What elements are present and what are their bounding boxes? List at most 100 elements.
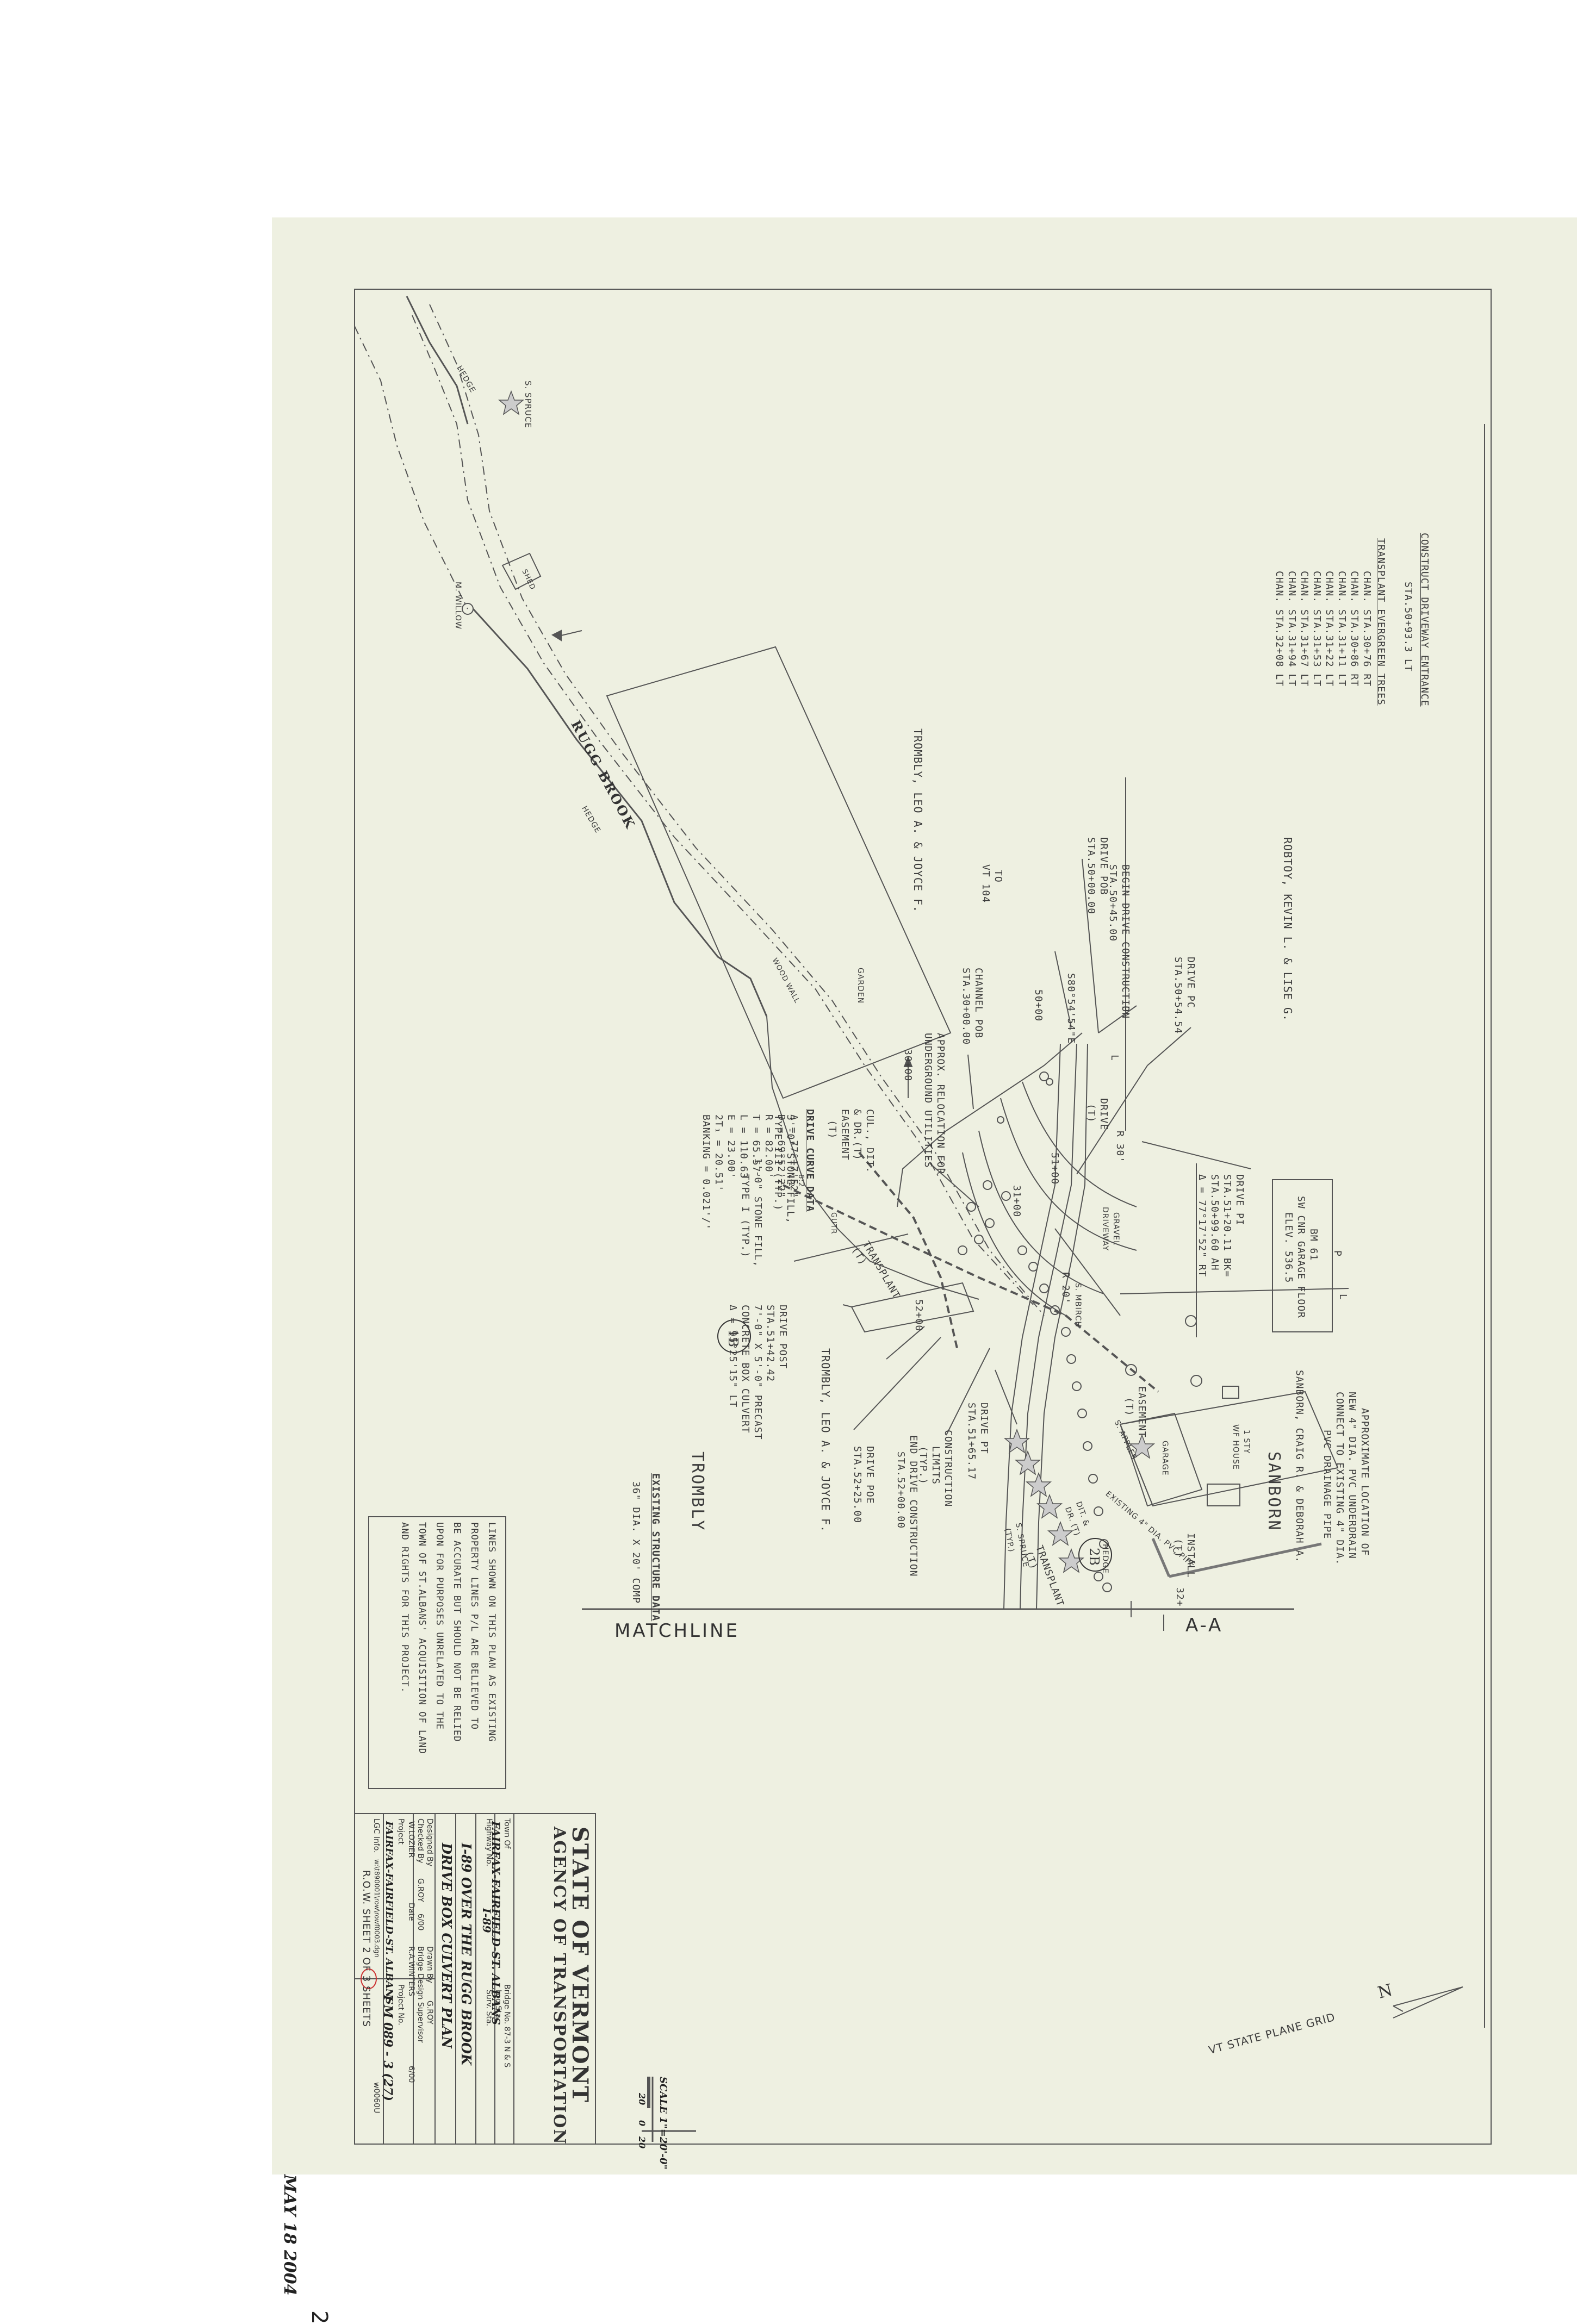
project-label: Project	[396, 1818, 405, 1845]
bm-3: ELEV. 536.5	[1283, 1212, 1294, 1284]
begin-drive-2: STA.50+45.00	[1107, 864, 1119, 942]
sheet-number-circle	[361, 1968, 377, 1989]
m-willow-label: M. WILLOW	[454, 582, 462, 630]
sta-30: 30+00	[902, 1049, 914, 1082]
begin-drive-1: BEGIN DRIVE CONSTRUCTION	[1120, 864, 1131, 1019]
project-subtitle: DRIVE BOX CULVERT PLAN	[439, 1843, 455, 2048]
drive-post-3: 7'-0" X 5'-0" PRECAST	[752, 1305, 763, 1440]
date-stamp: MAY 18 2004	[280, 2175, 299, 2296]
drive-curve-row-1: Δ = 77°17'52"	[788, 1114, 799, 1198]
transplant-row-5: CHAN. STA.31+53 LT	[1311, 571, 1323, 687]
stone-fill-1-2: TYPE I (TYP.)	[740, 1174, 751, 1258]
cul-dit-1: CUL., DIT.	[864, 1109, 876, 1174]
checked-by: G.ROY	[416, 1878, 425, 1902]
construct-driveway-title: CONSTRUCT DRIVEWAY ENTRANCE	[1419, 533, 1430, 707]
bearing-label: S80°54'54"E	[1065, 973, 1077, 1044]
sta-31: 31+00	[1011, 1185, 1022, 1218]
bridge-no: Bridge No. 87-3 N & S	[502, 1984, 511, 2068]
end-drive-1: END DRIVE CONSTRUCTION	[908, 1435, 919, 1577]
scale-label: SCALE 1"=20'-0"	[657, 2077, 669, 2170]
surv-sta: Surv. Sta.	[485, 1990, 493, 2027]
easement-2: (T)	[1123, 1397, 1135, 1417]
channel-pob-2: STA.30+00.00	[960, 968, 972, 1045]
project-name: FAIRFAX-FAIRFIELD-ST. ALBANS	[383, 1821, 395, 2005]
title-state: STATE OF VERMONT	[567, 1827, 593, 2103]
drive-pt-1: DRIVE PT	[978, 1403, 990, 1454]
drive-curve-row-3: R = 82.00'	[763, 1114, 774, 1179]
title-agency: AGENCY OF TRANSPORTATION	[550, 1827, 569, 2145]
drive-curve-row-8: BANKING = 0.021'/'	[700, 1114, 712, 1231]
drive-post-2: STA.51+42.42	[765, 1305, 776, 1382]
trombly-header: TROMBLY	[688, 1451, 707, 1532]
approx-location-1: APPROXIMATE LOCATION OF	[1359, 1408, 1370, 1556]
project-no: I M 089 - 3 (27)	[381, 1995, 395, 2101]
transplant-row-1: CHAN. STA.30+76 RT	[1361, 571, 1373, 687]
log-sta: Log Sta.	[494, 1990, 502, 2021]
channel-pob-1: CHANNEL POB	[973, 968, 984, 1039]
owner-sanborn: SANBORN, CRAIG R. & DEBORAH A.	[1294, 1370, 1305, 1563]
drive-post-1: DRIVE POST	[777, 1305, 789, 1369]
drive-pc-2: STA.50+54.54	[1172, 957, 1184, 1035]
file-code: w0060U	[372, 2082, 381, 2114]
drive-post-4: CONCRETE BOX CULVERT	[740, 1305, 751, 1434]
gravel-1: GRAVEL	[1112, 1212, 1120, 1245]
cul-dit-3: EASEMENT	[839, 1109, 850, 1161]
drive-pt-2: STA.51+65.17	[966, 1403, 977, 1480]
p-mark-2: P	[1332, 1250, 1343, 1257]
label-2b: 2B	[1086, 1548, 1102, 1566]
date-2: 6/00	[407, 2066, 415, 2083]
sanborn-header: SANBORN	[1264, 1451, 1283, 1532]
drive-pi-2: STA.51+20.11 BK=	[1221, 1174, 1233, 1278]
supervisor: R.A.WINTERS	[407, 1946, 415, 1996]
approx-relocation-1: APPROX. RELOCATION FOR	[935, 1033, 946, 1175]
l-mark-1: L	[1109, 1055, 1120, 1061]
section-label: A-A	[1185, 1615, 1224, 1636]
designed-by-label: Designed By	[425, 1818, 434, 1867]
sheet-number: R.O.W. SHEET 2 OF 3 SHEETS	[361, 1870, 372, 2028]
drive-curve-row-2: D = 69°52'22"	[775, 1114, 787, 1198]
bm-1: BM 61	[1308, 1229, 1319, 1261]
drawing-sheet: SANBORN CONSTRUCT DRIVEWAY ENTRANCE STA.…	[272, 217, 1577, 2324]
scale-mid: 0	[637, 2120, 647, 2127]
highway-label: Highway No.	[485, 1818, 493, 1867]
date-label: Date	[407, 1903, 415, 1921]
to-vt104-2: VT 104	[980, 864, 991, 904]
end-drive-2: STA.52+00.00	[895, 1451, 907, 1529]
transplant-row-3: CHAN. STA.31+11 LT	[1336, 571, 1348, 687]
cul-dit-4: (T)	[827, 1120, 838, 1139]
sta-50: 50+00	[1033, 989, 1044, 1022]
town-label: Town Of	[502, 1818, 511, 1849]
transplant-row-4: CHAN. STA.31+22 LT	[1324, 571, 1335, 687]
note-line-5: TOWN OF ST.ALBANS' ACQUISITION OF LAND	[417, 1522, 427, 1754]
label-2b-circle	[1078, 1538, 1112, 1572]
transplant-title: TRANSPLANT EVERGREEN TREES	[1375, 538, 1387, 706]
note-line-4: UPON FOR PURPOSES UNRELATED TO THE	[434, 1522, 445, 1730]
p-mark-1: P	[1120, 1006, 1131, 1012]
note-line-3: BE ACCURATE BUT SHOULD NOT BE RELIED	[451, 1522, 462, 1742]
drive-pc-1: DRIVE PC	[1185, 957, 1196, 1008]
page-number: 2	[307, 2310, 332, 2324]
approx-location-3: CONNECT TO EXISTING 4" DIA.	[1334, 1392, 1345, 1566]
owner-trombly-b: TROMBLY, LEO A. & JOYCE F.	[819, 1348, 832, 1533]
note-line-6: AND RIGHTS FOR THIS PROJECT.	[399, 1522, 410, 1693]
drive-pi-3: STA.50+99.60 AH	[1209, 1174, 1220, 1271]
file-path: w:\t890001\row\rowf0003.dgn	[373, 1859, 381, 1958]
transplant-row-8: CHAN. STA.32+08 LT	[1274, 571, 1285, 687]
drive-curve-row-5: L = 110.63	[738, 1114, 749, 1179]
garage-label: GARAGE	[1160, 1441, 1169, 1476]
project-no-label: Project No.	[396, 1984, 405, 2026]
garden-label: GARDEN	[856, 968, 865, 1004]
drive-poe-2: STA.52+25.00	[852, 1446, 863, 1524]
r30-label: R 30'	[1114, 1131, 1126, 1163]
house-label-2: WF HOUSE	[1231, 1424, 1240, 1470]
drive-curve-title: DRIVE CURVE DATA	[804, 1109, 816, 1212]
checked-by-label: Checked By	[416, 1818, 425, 1864]
plan-linework	[354, 289, 1492, 2145]
owner-robtoy: ROBTOY, KEVIN L. & LISE G.	[1281, 837, 1294, 1022]
to-vt104-1: TO	[992, 870, 1004, 883]
supervisor-label: Bridge Design Supervisor	[416, 1946, 425, 2043]
scale-right: 20	[637, 2136, 647, 2149]
existing-structure-title: EXISTING STRUCTURE DATA	[650, 1473, 661, 1622]
bm-2: SW CNR GARAGE FLOOR	[1295, 1196, 1307, 1318]
house-label-1: 1 STY	[1242, 1430, 1251, 1454]
